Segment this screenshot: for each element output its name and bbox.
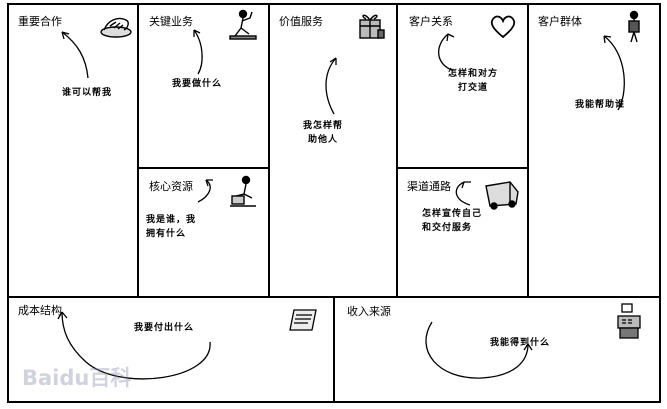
- person-icon: [628, 10, 640, 43]
- title-key-resources: 核心资源: [149, 180, 193, 193]
- arrow-segments: [603, 35, 625, 111]
- title-key-activities: 关键业务: [149, 15, 193, 28]
- question-key-resources-line1: 我是谁，我: [146, 215, 197, 225]
- watermark: Baidu百科: [22, 366, 132, 390]
- title-channels: 渠道通路: [407, 180, 451, 193]
- title-value-props: 价值服务: [279, 15, 323, 28]
- question-value-props-line1: 我怎样帮: [303, 121, 344, 131]
- heart-icon: [490, 15, 516, 39]
- question-key-resources-line2: 拥有什么: [146, 229, 187, 239]
- gift-box-icon: [359, 14, 385, 39]
- invoice-icon: [289, 309, 317, 331]
- arrow-key-activities: [193, 29, 203, 75]
- question-customer-rel-line2: 打交道: [458, 83, 489, 93]
- title-customer-rel: 客户关系: [409, 15, 453, 28]
- question-segments: 我能帮助谁: [575, 100, 626, 110]
- question-key-resources: 我是谁，我 拥有什么: [146, 213, 196, 241]
- question-key-partners: 谁可以帮我: [62, 88, 113, 98]
- cash-register-icon: [617, 303, 641, 339]
- arrow-key-resources: [197, 179, 211, 203]
- question-value-props-line2: 助他人: [308, 135, 339, 145]
- arrow-customer-rel: [438, 33, 453, 71]
- question-value-props: 我怎样帮 助他人: [303, 119, 343, 147]
- handshake-icon: [100, 17, 132, 38]
- arrow-value-props: [325, 57, 337, 115]
- title-cost: 成本结构: [18, 304, 62, 317]
- question-key-activities: 我要做什么: [172, 79, 223, 89]
- question-channels: 怎样宣传自己 和交付服务: [422, 207, 482, 235]
- title-key-partners: 重要合作: [18, 15, 62, 28]
- question-revenue: 我能得到什么: [490, 338, 551, 348]
- question-cost: 我要付出什么: [134, 323, 195, 333]
- worker-icon: [229, 9, 257, 40]
- arrow-cost: [61, 311, 211, 380]
- arrow-channels: [455, 181, 471, 206]
- question-channels-line2: 和交付服务: [422, 223, 473, 233]
- arrow-key-partners: [61, 31, 89, 79]
- question-customer-rel-line1: 怎样和对方: [448, 69, 499, 79]
- worker-sitting-icon: [230, 175, 256, 207]
- delivery-truck-icon: [485, 181, 519, 210]
- arrow-revenue: [425, 321, 529, 379]
- question-channels-line1: 怎样宣传自己: [422, 209, 483, 219]
- title-revenue: 收入来源: [347, 305, 391, 318]
- title-segments: 客户群体: [538, 15, 582, 28]
- question-customer-rel: 怎样和对方 打交道: [448, 67, 498, 95]
